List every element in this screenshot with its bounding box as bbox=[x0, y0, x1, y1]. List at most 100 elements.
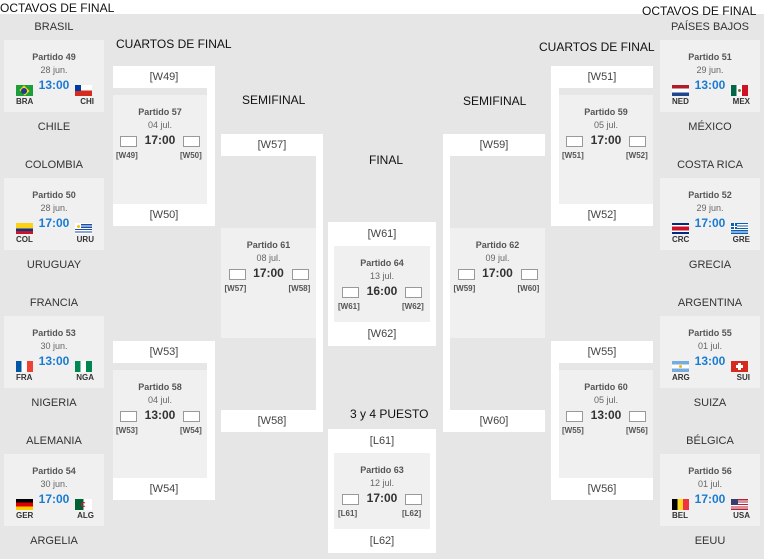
match-time: 13:00 bbox=[38, 78, 70, 92]
match-number: Partido 59 bbox=[584, 107, 628, 117]
flag-uru-icon bbox=[75, 223, 92, 234]
slot-label: [W60] bbox=[443, 410, 545, 432]
team-slot-code: [W62] bbox=[402, 302, 424, 311]
flag-nga-icon bbox=[75, 361, 92, 372]
team-slot-code: [W61] bbox=[338, 302, 360, 311]
slot-label: [W56] bbox=[551, 478, 653, 500]
slot-label: [W57] bbox=[221, 134, 323, 156]
team-name-home: COLOMBIA bbox=[24, 159, 84, 171]
match-number: Partido 57 bbox=[138, 107, 182, 117]
team-slot-code: [W60] bbox=[517, 284, 540, 293]
slot-label: [W55] bbox=[551, 341, 653, 363]
team-name-home: BRASIL bbox=[34, 21, 74, 33]
match-number: Partido 64 bbox=[360, 258, 404, 268]
flag-arg-icon bbox=[672, 361, 689, 372]
match-number: Partido 51 bbox=[688, 52, 732, 62]
match-date: 09 jul. bbox=[485, 253, 510, 263]
bracket-line bbox=[328, 246, 334, 322]
match-date: 30 jun. bbox=[40, 341, 68, 351]
team-slot-box bbox=[566, 411, 583, 422]
team-name-home: FRANCIA bbox=[29, 297, 79, 309]
slot-label: [L62] bbox=[328, 529, 436, 553]
stage-sf-left: SEMIFINAL bbox=[242, 93, 306, 107]
stage-r16-left: OCTAVOS DE FINAL bbox=[0, 1, 115, 15]
bracket-line bbox=[328, 453, 334, 529]
match-number: Partido 53 bbox=[32, 328, 76, 338]
flag-usa-icon bbox=[731, 499, 748, 510]
team-code-away: MEX bbox=[732, 97, 750, 106]
match-number: Partido 49 bbox=[32, 52, 76, 62]
bracket-line bbox=[316, 156, 323, 410]
stage-qf-right: CUARTOS DE FINAL bbox=[539, 40, 655, 54]
slot-label: [W62] bbox=[328, 322, 436, 346]
team-code-home: CRC bbox=[672, 235, 690, 244]
match-number: Partido 58 bbox=[138, 382, 182, 392]
match-number: Partido 60 bbox=[584, 382, 628, 392]
team-slot-code: [W54] bbox=[180, 426, 202, 435]
team-slot-code: [W59] bbox=[453, 284, 476, 293]
team-code-away: ALG bbox=[77, 511, 94, 520]
team-name-home: BÉLGICA bbox=[686, 435, 734, 447]
match-date: 29 jun. bbox=[696, 203, 724, 213]
match-time: 17:00 bbox=[694, 216, 726, 230]
team-name-home: PAÍSES BAJOS bbox=[670, 21, 750, 33]
flag-ger-icon bbox=[16, 499, 33, 510]
stage-qf-left: CUARTOS DE FINAL bbox=[116, 37, 232, 51]
stage-final: FINAL bbox=[369, 153, 404, 167]
flag-fra-icon bbox=[16, 361, 33, 372]
team-code-away: CHI bbox=[80, 97, 94, 106]
team-slot-box bbox=[291, 269, 309, 280]
match-date: 01 jul. bbox=[697, 479, 723, 489]
bracket-line bbox=[551, 363, 559, 478]
match-date: 29 jun. bbox=[696, 65, 724, 75]
match-time: 17:00 bbox=[253, 266, 284, 280]
match-time: 13:00 bbox=[590, 408, 622, 422]
team-code-away: USA bbox=[733, 511, 750, 520]
team-code-home: FRA bbox=[16, 373, 33, 382]
match-date: 13 jul. bbox=[369, 271, 395, 281]
match-time: 17:00 bbox=[482, 266, 513, 280]
slot-label: [W58] bbox=[221, 410, 323, 432]
team-slot-box bbox=[457, 269, 475, 280]
team-slot-code: [W50] bbox=[180, 151, 202, 160]
team-slot-code: [W55] bbox=[562, 426, 584, 435]
team-slot-code: [W57] bbox=[224, 284, 247, 293]
bracket-line bbox=[443, 156, 450, 410]
team-code-home: BRA bbox=[16, 97, 34, 106]
team-slot-code: [W58] bbox=[288, 284, 311, 293]
slot-label: [W53] bbox=[113, 341, 215, 363]
team-slot-box bbox=[183, 136, 200, 147]
match-number: Partido 56 bbox=[688, 466, 732, 476]
match-number: Partido 50 bbox=[32, 190, 76, 200]
team-slot-box bbox=[183, 411, 200, 422]
slot-label: [W50] bbox=[113, 204, 215, 226]
team-slot-box bbox=[342, 494, 359, 505]
match-time: 13:00 bbox=[694, 78, 726, 92]
team-slot-box bbox=[629, 136, 646, 147]
match-time: 17:00 bbox=[694, 492, 726, 506]
match-date: 05 jul. bbox=[593, 120, 619, 130]
flag-gre-icon bbox=[731, 223, 748, 234]
team-name-away: CHILE bbox=[37, 121, 71, 133]
slot-label: [W51] bbox=[551, 66, 653, 88]
stage-third: 3 y 4 PUESTO bbox=[350, 407, 429, 421]
slot-label: [L61] bbox=[328, 429, 436, 453]
bracket-line bbox=[207, 363, 215, 478]
team-name-away: GRECIA bbox=[688, 259, 732, 271]
